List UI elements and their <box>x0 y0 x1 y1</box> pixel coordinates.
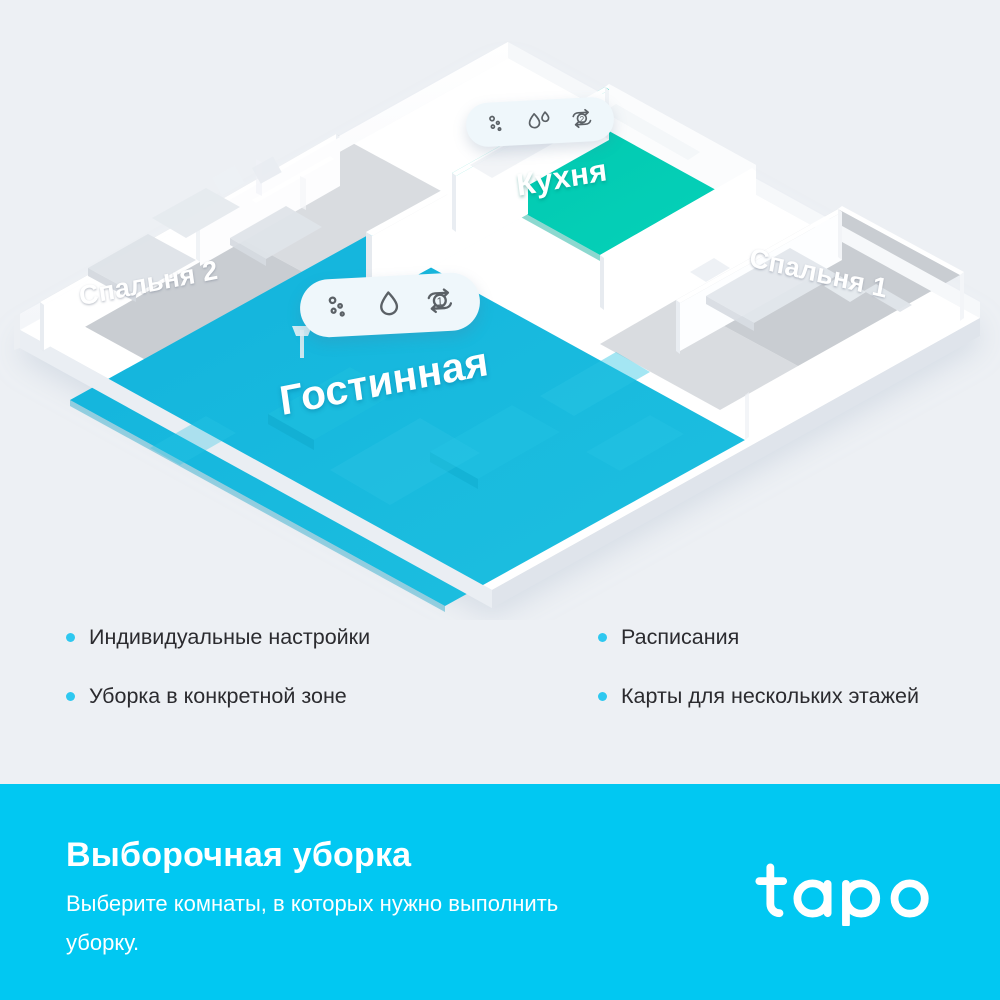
feature-column-right: Расписания Карты для нескольких этажей <box>598 622 968 740</box>
feature-column-left: Индивидуальные настройки Уборка в конкре… <box>66 622 536 740</box>
repeat-cycle-icon[interactable]: 2 <box>567 106 596 133</box>
suction-dust-icon[interactable] <box>483 111 510 138</box>
repeat-count-kitchen: 2 <box>579 114 585 124</box>
room-zone-living[interactable] <box>70 234 745 612</box>
tapo-logo <box>754 863 929 926</box>
cleaning-settings-pill-living[interactable]: 1 <box>298 271 482 339</box>
water-drop-double-icon[interactable] <box>523 108 554 136</box>
list-item: Карты для нескольких этажей <box>598 681 968 712</box>
floor-plan-illustration: Спальня 2 Кухня Спальня 1 Гостинная <box>20 42 980 612</box>
bullet-dot-icon <box>598 692 607 701</box>
bottom-banner: Выборочная уборка Выберите комнаты, в ко… <box>0 784 1000 1000</box>
feature-label: Карты для нескольких этажей <box>621 684 919 708</box>
feature-label: Уборка в конкретной зоне <box>89 684 347 708</box>
list-item: Индивидуальные настройки <box>66 622 536 653</box>
banner-title: Выборочная уборка <box>66 836 412 874</box>
banner-subtitle: Выберите комнаты, в которых нужно выполн… <box>66 891 559 955</box>
repeat-cycle-icon[interactable]: 1 <box>421 284 459 320</box>
suction-dust-icon[interactable] <box>321 290 357 326</box>
feature-label: Расписания <box>621 625 740 649</box>
furniture-layer <box>88 104 912 505</box>
repeat-count-living: 1 <box>436 296 443 308</box>
water-drop-single-icon[interactable] <box>373 287 405 323</box>
feature-list: Индивидуальные настройки Уборка в конкре… <box>0 622 1000 784</box>
floor-plan-svg <box>20 42 980 612</box>
list-item: Уборка в конкретной зоне <box>66 681 536 712</box>
feature-label: Индивидуальные настройки <box>89 625 371 649</box>
bullet-dot-icon <box>598 633 607 642</box>
list-item: Расписания <box>598 622 968 653</box>
bullet-dot-icon <box>66 633 75 642</box>
bullet-dot-icon <box>66 692 75 701</box>
cleaning-settings-pill-kitchen[interactable]: 2 <box>464 96 616 148</box>
